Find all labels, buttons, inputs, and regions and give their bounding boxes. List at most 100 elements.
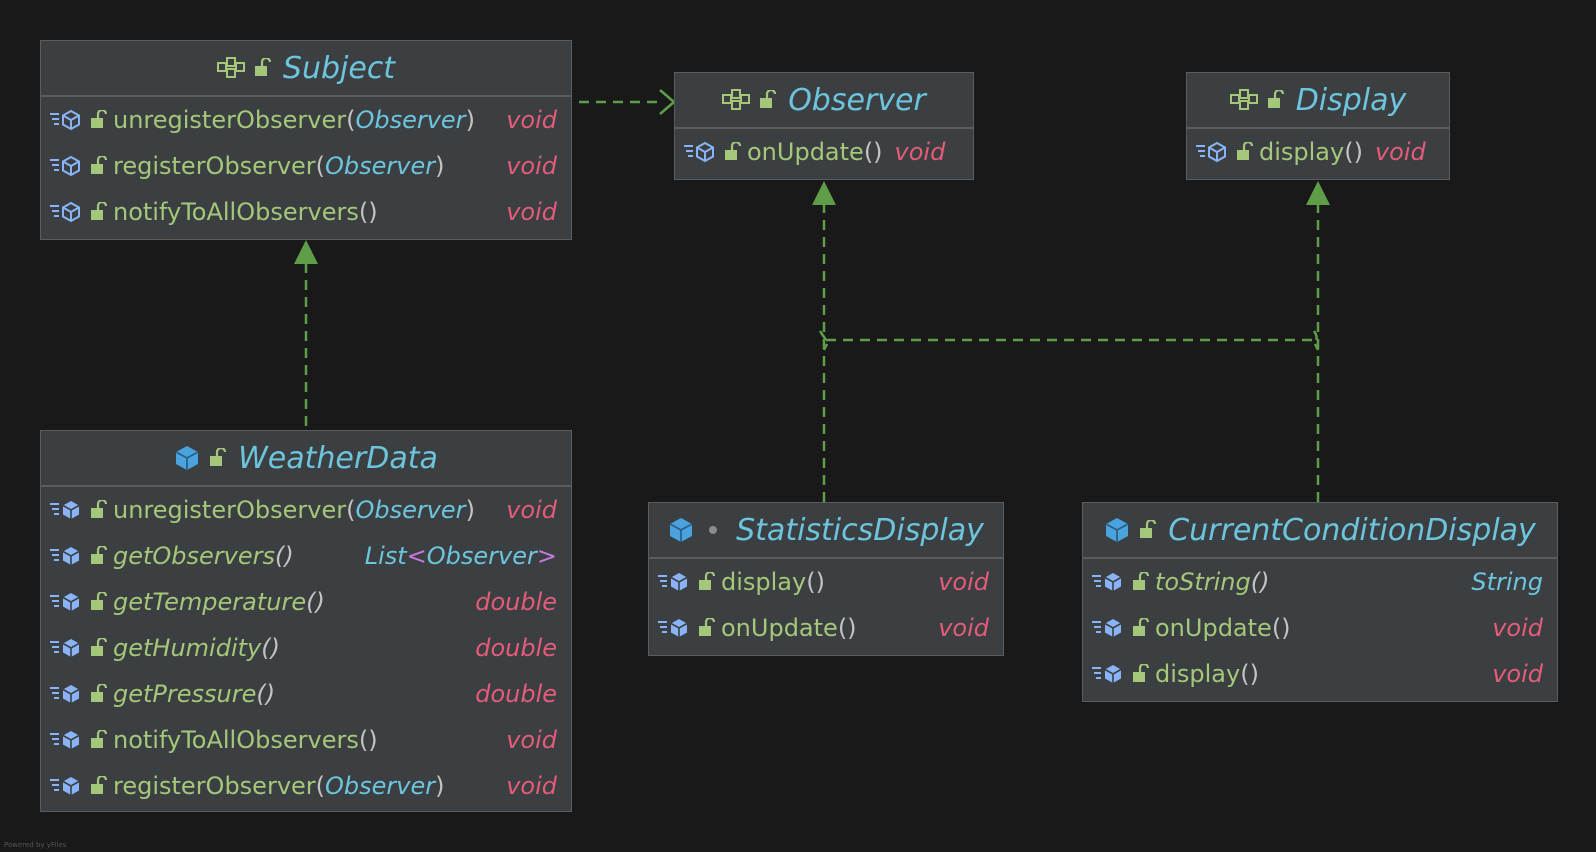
method-list: onUpdate () void	[675, 129, 973, 175]
method-row[interactable]: display () void	[649, 559, 1003, 605]
class-currentconditiondisplay[interactable]: CurrentConditionDisplay toString () Stri…	[1082, 502, 1558, 702]
method-row[interactable]: notifyToAllObservers () void	[41, 717, 571, 763]
interface-icon	[1229, 89, 1262, 111]
method-name: notifyToAllObservers	[113, 726, 359, 754]
method-icon	[657, 617, 693, 639]
class-name: Observer	[788, 82, 926, 118]
arrowhead-display	[1306, 181, 1330, 205]
interface-icon	[722, 89, 754, 111]
method-icon	[49, 545, 85, 567]
class-icon	[174, 445, 200, 471]
method-row[interactable]: getPressure () double	[41, 671, 571, 717]
open-lock-icon	[253, 58, 271, 78]
method-name: onUpdate	[1155, 614, 1272, 642]
open-lock-icon	[758, 90, 777, 110]
abstract-method-icon	[1195, 141, 1231, 163]
method-row[interactable]: getHumidity () double	[41, 625, 571, 671]
return-type: double	[475, 680, 557, 708]
method-row[interactable]: registerObserver ( Observer ) void	[41, 143, 571, 189]
method-name: registerObserver	[113, 772, 316, 800]
class-weatherdata[interactable]: WeatherData unregisterObserver ( Observe…	[40, 430, 572, 812]
method-name: display	[1259, 138, 1345, 166]
open-lock-icon	[1235, 142, 1253, 162]
open-lock-icon	[89, 500, 107, 520]
method-list: toString () String onUpdate () void disp…	[1083, 559, 1557, 697]
method-icon	[49, 775, 85, 797]
method-list: display () void onUpdate () void	[649, 559, 1003, 651]
open-lock-icon	[1131, 664, 1149, 684]
footer-credit: Powered by yFiles	[4, 841, 67, 849]
bus-curl-right	[1312, 330, 1318, 341]
open-lock-icon	[89, 592, 107, 612]
param-type: Observer	[355, 496, 466, 524]
open-lock-icon	[1266, 90, 1284, 110]
open-lock-icon	[89, 684, 107, 704]
open-lock-icon	[1131, 618, 1149, 638]
method-name: onUpdate	[747, 138, 864, 166]
method-row[interactable]: onUpdate () void	[675, 129, 973, 175]
method-name: toString	[1155, 568, 1251, 596]
method-row[interactable]: unregisterObserver ( Observer ) void	[41, 97, 571, 143]
method-row[interactable]: onUpdate () void	[649, 605, 1003, 651]
method-name: notifyToAllObservers	[113, 198, 359, 226]
class-display[interactable]: Display display () void	[1186, 72, 1450, 180]
open-lock-icon	[208, 448, 227, 468]
return-type: void	[938, 614, 989, 642]
class-statisticsdisplay[interactable]: StatisticsDisplay display () void onUpda…	[648, 502, 1004, 656]
method-row[interactable]: display () void	[1187, 129, 1449, 175]
abstract-method-icon	[49, 155, 85, 177]
method-row[interactable]: unregisterObserver ( Observer ) void	[41, 487, 571, 533]
method-name: display	[1155, 660, 1241, 688]
open-lock-icon	[89, 730, 107, 750]
class-name: WeatherData	[238, 440, 438, 476]
method-row[interactable]: toString () String	[1083, 559, 1557, 605]
method-row[interactable]: getTemperature () double	[41, 579, 571, 625]
open-lock-icon	[89, 776, 107, 796]
method-icon	[49, 729, 85, 751]
return-type: void	[506, 726, 557, 754]
return-type: void	[1374, 138, 1426, 166]
return-type: void	[506, 496, 557, 524]
class-header: WeatherData	[41, 431, 571, 487]
return-type: void	[506, 772, 557, 800]
class-header: Subject	[41, 41, 571, 97]
class-header: Observer	[675, 73, 973, 129]
param-type: Observer	[325, 152, 436, 180]
class-subject[interactable]: Subject unregisterObserver ( Observer ) …	[40, 40, 572, 240]
method-icon	[49, 499, 85, 521]
method-name: getHumidity	[113, 634, 262, 662]
param-type: Observer	[325, 772, 436, 800]
method-icon	[1091, 617, 1127, 639]
open-lock-icon	[89, 156, 107, 176]
method-icon	[49, 683, 85, 705]
method-row[interactable]: getObservers () List<Observer>	[41, 533, 571, 579]
class-icon	[668, 517, 694, 543]
return-type: void	[894, 138, 946, 166]
class-name: StatisticsDisplay	[736, 512, 984, 548]
return-type: void	[1492, 614, 1543, 642]
abstract-method-icon	[49, 109, 85, 131]
class-header: CurrentConditionDisplay	[1083, 503, 1557, 559]
method-row[interactable]: notifyToAllObservers () void	[41, 189, 571, 235]
open-lock-icon	[1138, 520, 1157, 540]
return-type: void	[938, 568, 989, 596]
return-type: void	[506, 152, 557, 180]
method-row[interactable]: onUpdate () void	[1083, 605, 1557, 651]
class-icon	[1104, 517, 1130, 543]
dependency-open-arrowhead	[659, 89, 676, 115]
interface-icon	[216, 57, 249, 79]
method-list: unregisterObserver ( Observer ) void reg…	[41, 97, 571, 235]
open-lock-icon	[89, 110, 107, 130]
method-list: display () void	[1187, 129, 1449, 175]
abstract-method-icon	[683, 141, 719, 163]
class-observer[interactable]: Observer onUpdate () void	[674, 72, 974, 180]
method-row[interactable]: registerObserver ( Observer ) void	[41, 763, 571, 809]
abstract-method-icon	[49, 201, 85, 223]
method-name: getTemperature	[113, 588, 307, 616]
arrowhead-subject	[294, 240, 318, 264]
method-name: getPressure	[113, 680, 257, 708]
open-lock-icon	[89, 546, 107, 566]
method-name: registerObserver	[113, 152, 316, 180]
method-row[interactable]: display () void	[1083, 651, 1557, 697]
